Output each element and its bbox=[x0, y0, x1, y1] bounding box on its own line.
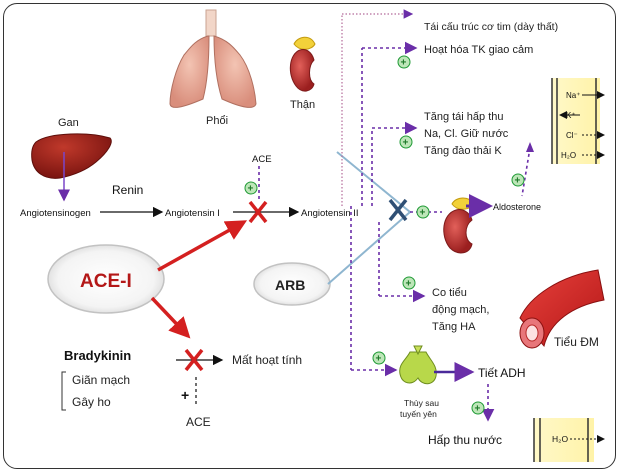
bradykinin-label: Bradykinin bbox=[64, 348, 131, 363]
plus-badge-pituitary-sign: + bbox=[376, 354, 382, 365]
ion-cell bbox=[552, 78, 600, 164]
angiotensin1-label: Angiotensin I bbox=[165, 208, 220, 219]
aldosterone-up-arrowhead bbox=[526, 142, 534, 152]
pituitary-text-2: tuyến yên bbox=[400, 409, 437, 419]
plus-badge-water-sign: + bbox=[475, 404, 481, 415]
ace-i-arrow-to-bradykinin bbox=[150, 296, 191, 339]
kidney-illustration-top bbox=[289, 36, 316, 92]
plus-badge-pituitary bbox=[372, 351, 386, 365]
inactive-text: Mất hoạt tính bbox=[232, 353, 302, 367]
block-x-bradykinin bbox=[184, 348, 204, 372]
plus-badge-reabsorption bbox=[399, 135, 413, 149]
lungs-label: Phổi bbox=[206, 115, 228, 127]
pituitary-illustration bbox=[399, 345, 437, 385]
adh-text: Tiết ADH bbox=[478, 366, 526, 380]
ace-inhibitor-bubble bbox=[47, 244, 165, 314]
block-x-arb bbox=[388, 198, 408, 222]
constrict-text-1: Co tiểu bbox=[432, 287, 467, 299]
ace-bottom-label: ACE bbox=[186, 415, 211, 429]
plus-badge-reabsorption-sign: + bbox=[403, 138, 409, 149]
ion-na-label: Na⁺ bbox=[566, 91, 580, 100]
reabsorb-text-2: Na, Cl. Giữ nước bbox=[424, 128, 509, 140]
liver-illustration bbox=[31, 133, 112, 179]
renin-label: Renin bbox=[112, 183, 143, 197]
reabsorb-text-3: Tăng đào thải K bbox=[424, 145, 502, 157]
aldosterone-label: Aldosterone bbox=[493, 202, 541, 212]
constrict-text-3: Tăng HA bbox=[432, 321, 476, 333]
h2o-bottom-label: H₂O bbox=[552, 434, 568, 444]
plus-badge-vasoconstriction-sign: + bbox=[406, 279, 412, 290]
ion-cl-label: Cl⁻ bbox=[566, 131, 578, 140]
pituitary-text-1: Thùy sau bbox=[404, 398, 439, 408]
bradykinin-bracket bbox=[61, 371, 66, 411]
plus-badge-aldosterone bbox=[511, 173, 525, 187]
plus-badge-water bbox=[471, 401, 485, 415]
plus-badge-adrenal bbox=[416, 205, 430, 219]
ion-h2o-label: H₂O bbox=[561, 151, 576, 160]
plus-badge-aldosterone-sign: + bbox=[515, 176, 521, 187]
angiotensinogen-label: Angiotensinogen bbox=[20, 208, 91, 219]
ace-top-label: ACE bbox=[252, 154, 272, 165]
block-x-ace bbox=[248, 200, 268, 224]
kidney-label: Thận bbox=[290, 99, 315, 111]
aldosterone-up-dashed bbox=[521, 147, 531, 197]
remodeling-text: Tái cấu trúc cơ tim (dày thất) bbox=[424, 21, 558, 33]
plus-badge-vasoconstriction bbox=[402, 276, 416, 290]
angiotensin2-label: Angiotensin II bbox=[301, 208, 359, 219]
arb-label: ARB bbox=[275, 277, 305, 293]
arteriole-label: Tiểu ĐM bbox=[554, 335, 599, 349]
plus-badge-adrenal-sign: + bbox=[420, 208, 426, 219]
diagram-border bbox=[3, 3, 616, 469]
plus-badge-sympathetic bbox=[397, 55, 411, 69]
reabsorb-text-1: Tăng tái hấp thu bbox=[424, 111, 504, 123]
ace-inhibitor-label: ACE-I bbox=[80, 271, 132, 292]
arb-bubble bbox=[253, 262, 331, 306]
water-cell bbox=[534, 418, 594, 462]
ace-i-arrow-to-ace bbox=[157, 220, 248, 272]
liver-label: Gan bbox=[58, 117, 79, 129]
plus-badge-ace-sign: + bbox=[248, 184, 254, 195]
vasodilation-text: Giãn mạch bbox=[72, 373, 130, 387]
arteriole-illustration bbox=[519, 269, 605, 349]
effect-trunks bbox=[350, 48, 380, 370]
constrict-text-2: động mạch, bbox=[432, 304, 489, 316]
plus-badge-ace bbox=[244, 181, 258, 195]
water-absorb-text: Hấp thu nước bbox=[428, 433, 502, 447]
cough-text: Gây ho bbox=[72, 395, 111, 409]
plus-badge-sympathetic-sign: + bbox=[401, 58, 407, 69]
ace-bottom-plus: + bbox=[181, 387, 189, 403]
lungs-illustration bbox=[169, 9, 257, 108]
sympathetic-text: Hoạt hóa TK giao cảm bbox=[424, 44, 533, 56]
